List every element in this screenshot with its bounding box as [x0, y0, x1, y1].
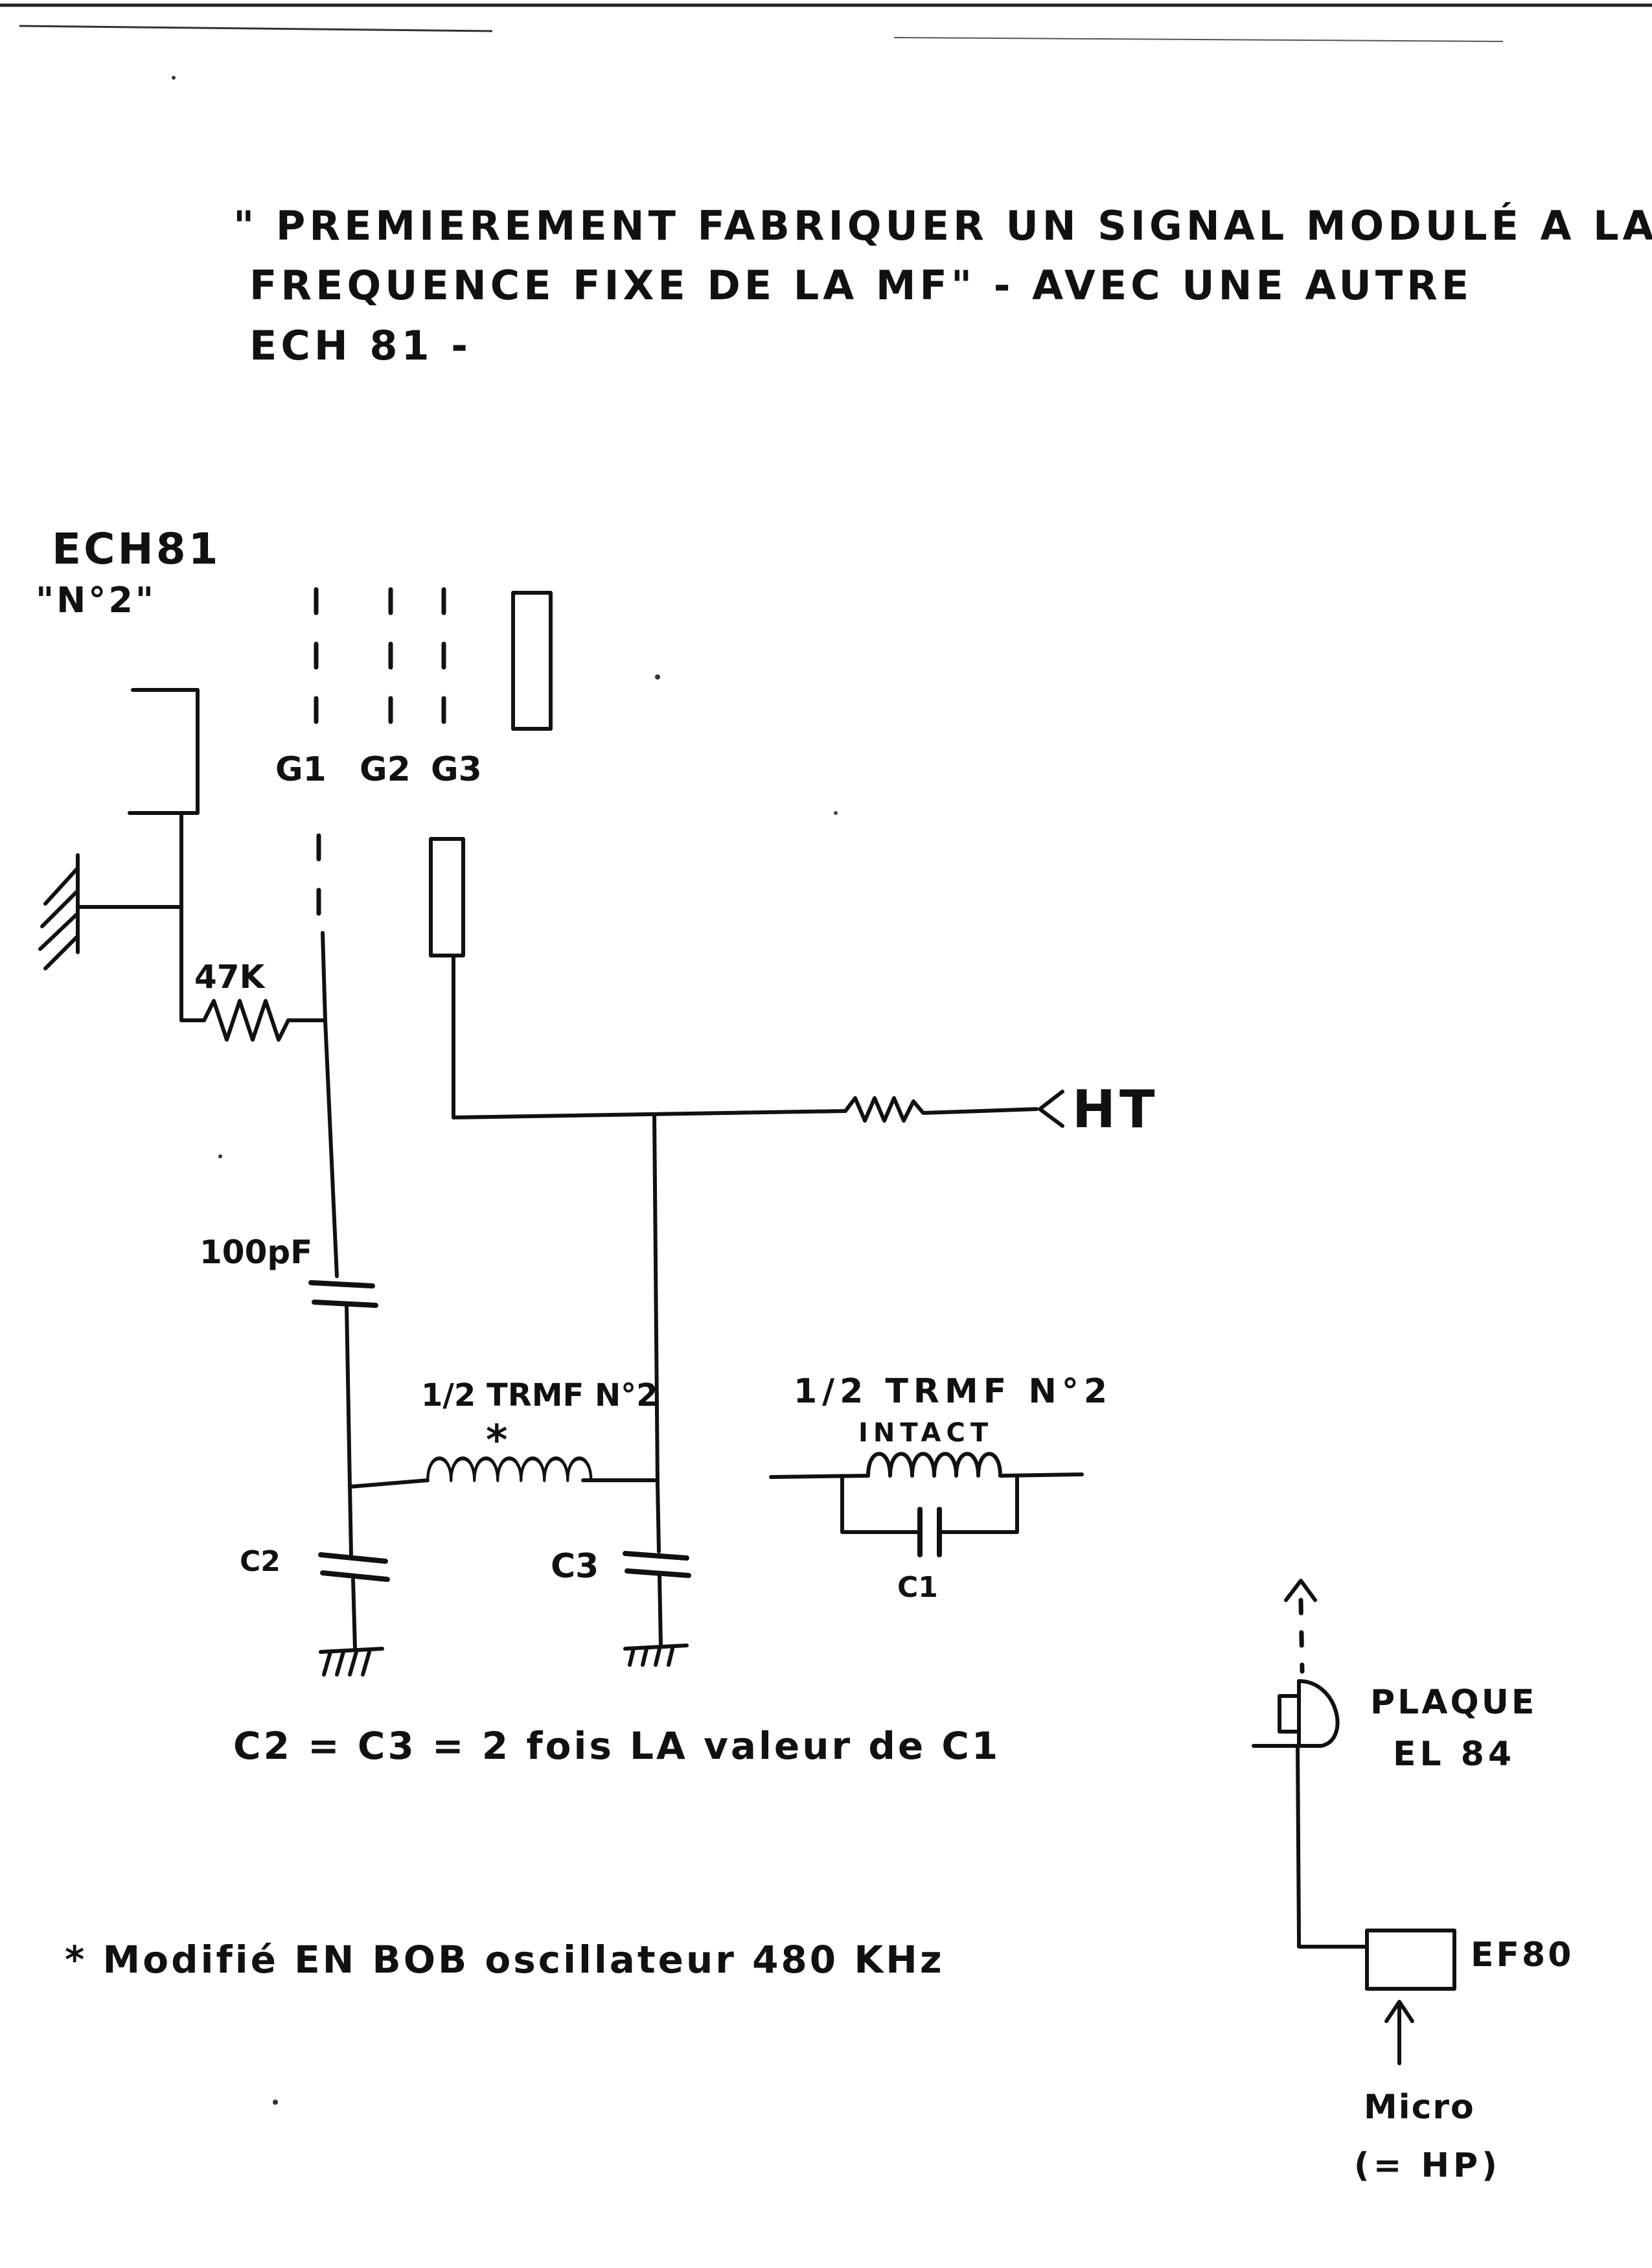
label-micro-hp: (= HP) [1354, 2146, 1501, 2185]
label-ht: HT [1072, 1079, 1159, 1140]
label-g1: G1 [275, 750, 327, 789]
ground-symbol-c3 [623, 1644, 689, 1667]
label-coil-intact-title: 1/2 TRMF N°2 [794, 1372, 1112, 1411]
capacitor-c2 [318, 1485, 390, 1651]
scan-specks [172, 76, 838, 2105]
label-c3: C3 [551, 1547, 599, 1586]
capacitor-c3 [623, 1482, 691, 1647]
tube-number: "N°2" [36, 580, 156, 621]
ground-symbol-cathode [38, 853, 80, 970]
ef80-tube [1365, 1929, 1456, 2065]
grids [314, 587, 446, 922]
scan-edge [0, 3, 1652, 42]
label-coil-modified: 1/2 TRMF N°2 [421, 1377, 658, 1414]
footnote: * Modifié EN BOB oscillateur 480 KHz [65, 1938, 945, 1982]
heading-line1: " PREMIEREMENT FABRIQUER UN SIGNAL MODUL… [233, 202, 1652, 249]
tube-name: ECH81 [52, 524, 221, 574]
anode-plate-bottom [429, 837, 465, 957]
label-plaque: PLAQUE [1370, 1683, 1537, 1722]
label-ef80: EF80 [1471, 1936, 1574, 1975]
cathode [76, 688, 200, 1022]
ht-bus [452, 954, 1064, 1485]
label-g2: G2 [360, 750, 411, 789]
label-47k: 47K [194, 958, 266, 996]
heading-line3: ECH 81 - [249, 322, 472, 369]
capacitor-equation: C2 = C3 = 2 fois LA valeur de C1 [233, 1724, 1000, 1768]
resistor-47k [179, 999, 326, 1042]
g1-wire [321, 931, 339, 1278]
anode-plate-top [511, 591, 553, 731]
label-100pf: 100pF [200, 1233, 312, 1271]
label-el84: EL 84 [1393, 1735, 1515, 1774]
coil-intact [769, 1452, 1084, 1557]
label-c2: C2 [240, 1545, 281, 1578]
heading: " PREMIEREMENT FABRIQUER UN SIGNAL MODUL… [233, 202, 1652, 369]
heading-line2: FREQUENCE FIXE DE LA MF" - AVEC UNE AUTR… [249, 262, 1473, 309]
ground-symbol-c2 [319, 1647, 384, 1677]
el84-plate-link [1252, 1579, 1369, 1949]
label-coil-intact-sub: INTACT [858, 1418, 993, 1448]
label-g3: G3 [431, 750, 482, 789]
label-c1: C1 [897, 1571, 938, 1604]
coil-modified [348, 1456, 660, 1489]
capacitor-100pf [308, 1280, 378, 1489]
coil-modified-asterisk: * [486, 1417, 507, 1465]
label-micro: Micro [1364, 2088, 1475, 2127]
